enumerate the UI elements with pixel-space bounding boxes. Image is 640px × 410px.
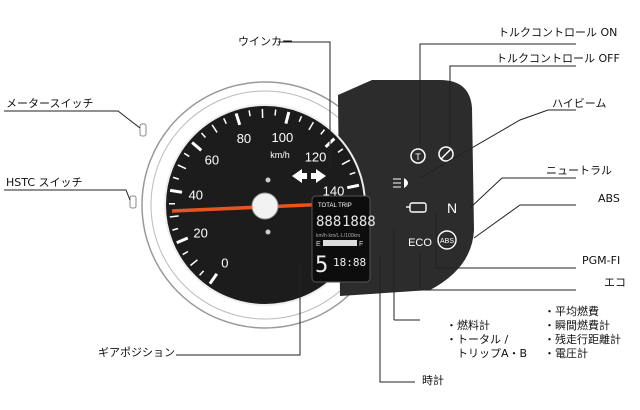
high-beam-icon — [393, 178, 408, 188]
speed-tick — [274, 109, 277, 116]
speed-tick-label: 100 — [272, 130, 294, 145]
speed-tick — [183, 152, 190, 158]
left-turn-signal-icon — [292, 169, 307, 183]
lcd-odometer-sub: 1888 — [342, 214, 376, 230]
speed-tick — [308, 121, 315, 131]
speed-tick-label: 60 — [205, 152, 219, 167]
eco-indicator: ECO — [408, 237, 432, 249]
lcd-clock: 18:88 — [333, 256, 366, 269]
dial-marker-icon — [265, 229, 271, 235]
svg-text:T: T — [415, 152, 421, 162]
speed-tick — [284, 111, 291, 125]
list-left-item: ・トータル / — [446, 333, 509, 346]
speed-unit: km/h — [270, 150, 290, 160]
label-clock: 時計 — [422, 374, 444, 387]
leader-lines — [4, 41, 576, 383]
speed-tick-label: 140 — [323, 184, 345, 199]
speed-tick — [189, 259, 198, 267]
speed-tick — [169, 215, 179, 218]
list-right-item: ・残走行距離計 — [544, 333, 621, 346]
label-traction-on: トルクコントロール ON — [498, 26, 618, 39]
svg-text:ABS: ABS — [440, 238, 454, 245]
lcd-fuel-full: F — [359, 241, 363, 248]
label-meter-switch: メータースイッチ — [6, 97, 94, 110]
needle-hub — [251, 192, 279, 220]
speed-tick — [176, 236, 189, 245]
list-left-item: トリップA・B — [446, 347, 528, 360]
speed-tick-label: 120 — [305, 150, 327, 165]
speed-tick — [199, 270, 205, 276]
speed-tick-label: 20 — [193, 225, 207, 240]
speed-tick — [169, 188, 183, 194]
speed-needle — [171, 205, 263, 213]
lcd-fuel-empty: E — [316, 241, 321, 248]
speed-tick — [182, 250, 189, 256]
list-left-item: ・燃料計 — [446, 319, 490, 332]
label-winker: ウインカー — [238, 35, 293, 48]
label-high-beam: ハイビーム — [552, 97, 607, 110]
speed-tick — [172, 227, 179, 231]
label-traction-off: トルクコントロール OFF — [496, 52, 620, 65]
label-hstc-switch: HSTC スイッチ — [6, 176, 83, 189]
list-right-item: ・電圧計 — [544, 347, 588, 360]
label-eco: エコ — [604, 276, 626, 289]
lcd-odometer: 888 — [316, 214, 341, 230]
label-abs: ABS — [598, 192, 620, 205]
speed-tick — [200, 132, 207, 138]
list-right-item: ・平均燃費 — [544, 305, 599, 318]
pgm-fi-icon — [406, 202, 427, 213]
lcd-gear: 5 — [315, 253, 328, 278]
speed-tick — [320, 129, 326, 135]
speed-tick — [211, 124, 218, 133]
speed-tick — [298, 115, 303, 123]
abs-icon: ABS — [437, 230, 457, 250]
speed-tick — [223, 118, 227, 125]
speed-tick — [208, 272, 219, 285]
indicator-panel — [338, 80, 474, 296]
lcd-fuel-bar — [323, 240, 357, 246]
neutral-indicator: N — [447, 200, 457, 216]
hstc-switch-button — [129, 195, 137, 209]
label-gear-position: ギアポジション — [98, 346, 175, 359]
lcd-total-trip: TOTAL TRIP — [318, 203, 352, 209]
speed-tick — [191, 141, 203, 152]
speed-tick — [349, 171, 356, 176]
speed-tick — [234, 112, 242, 126]
traction-off-icon — [438, 146, 454, 162]
lcd-display — [311, 195, 371, 283]
speed-tick — [341, 159, 351, 166]
label-pgm-fi: PGM-FI — [582, 254, 621, 267]
label-neutral: ニュートラル — [546, 164, 612, 177]
speed-tick-label: 0 — [221, 255, 228, 270]
speed-tick — [177, 164, 187, 170]
meter-switch-button — [139, 123, 147, 137]
speed-tick — [346, 183, 360, 190]
speed-tick — [248, 110, 251, 117]
speed-tick-label: 80 — [237, 131, 251, 146]
dial-marker-icon — [265, 177, 271, 183]
speed-tick — [172, 176, 180, 180]
list-right-item: ・瞬間燃費計 — [544, 319, 610, 332]
speed-tick-label: 40 — [189, 187, 203, 202]
lcd-units: km/h·km/L·L/100km — [316, 233, 360, 239]
traction-on-icon: T — [410, 148, 426, 164]
right-turn-signal-icon — [311, 169, 326, 183]
speed-tick — [337, 148, 344, 153]
